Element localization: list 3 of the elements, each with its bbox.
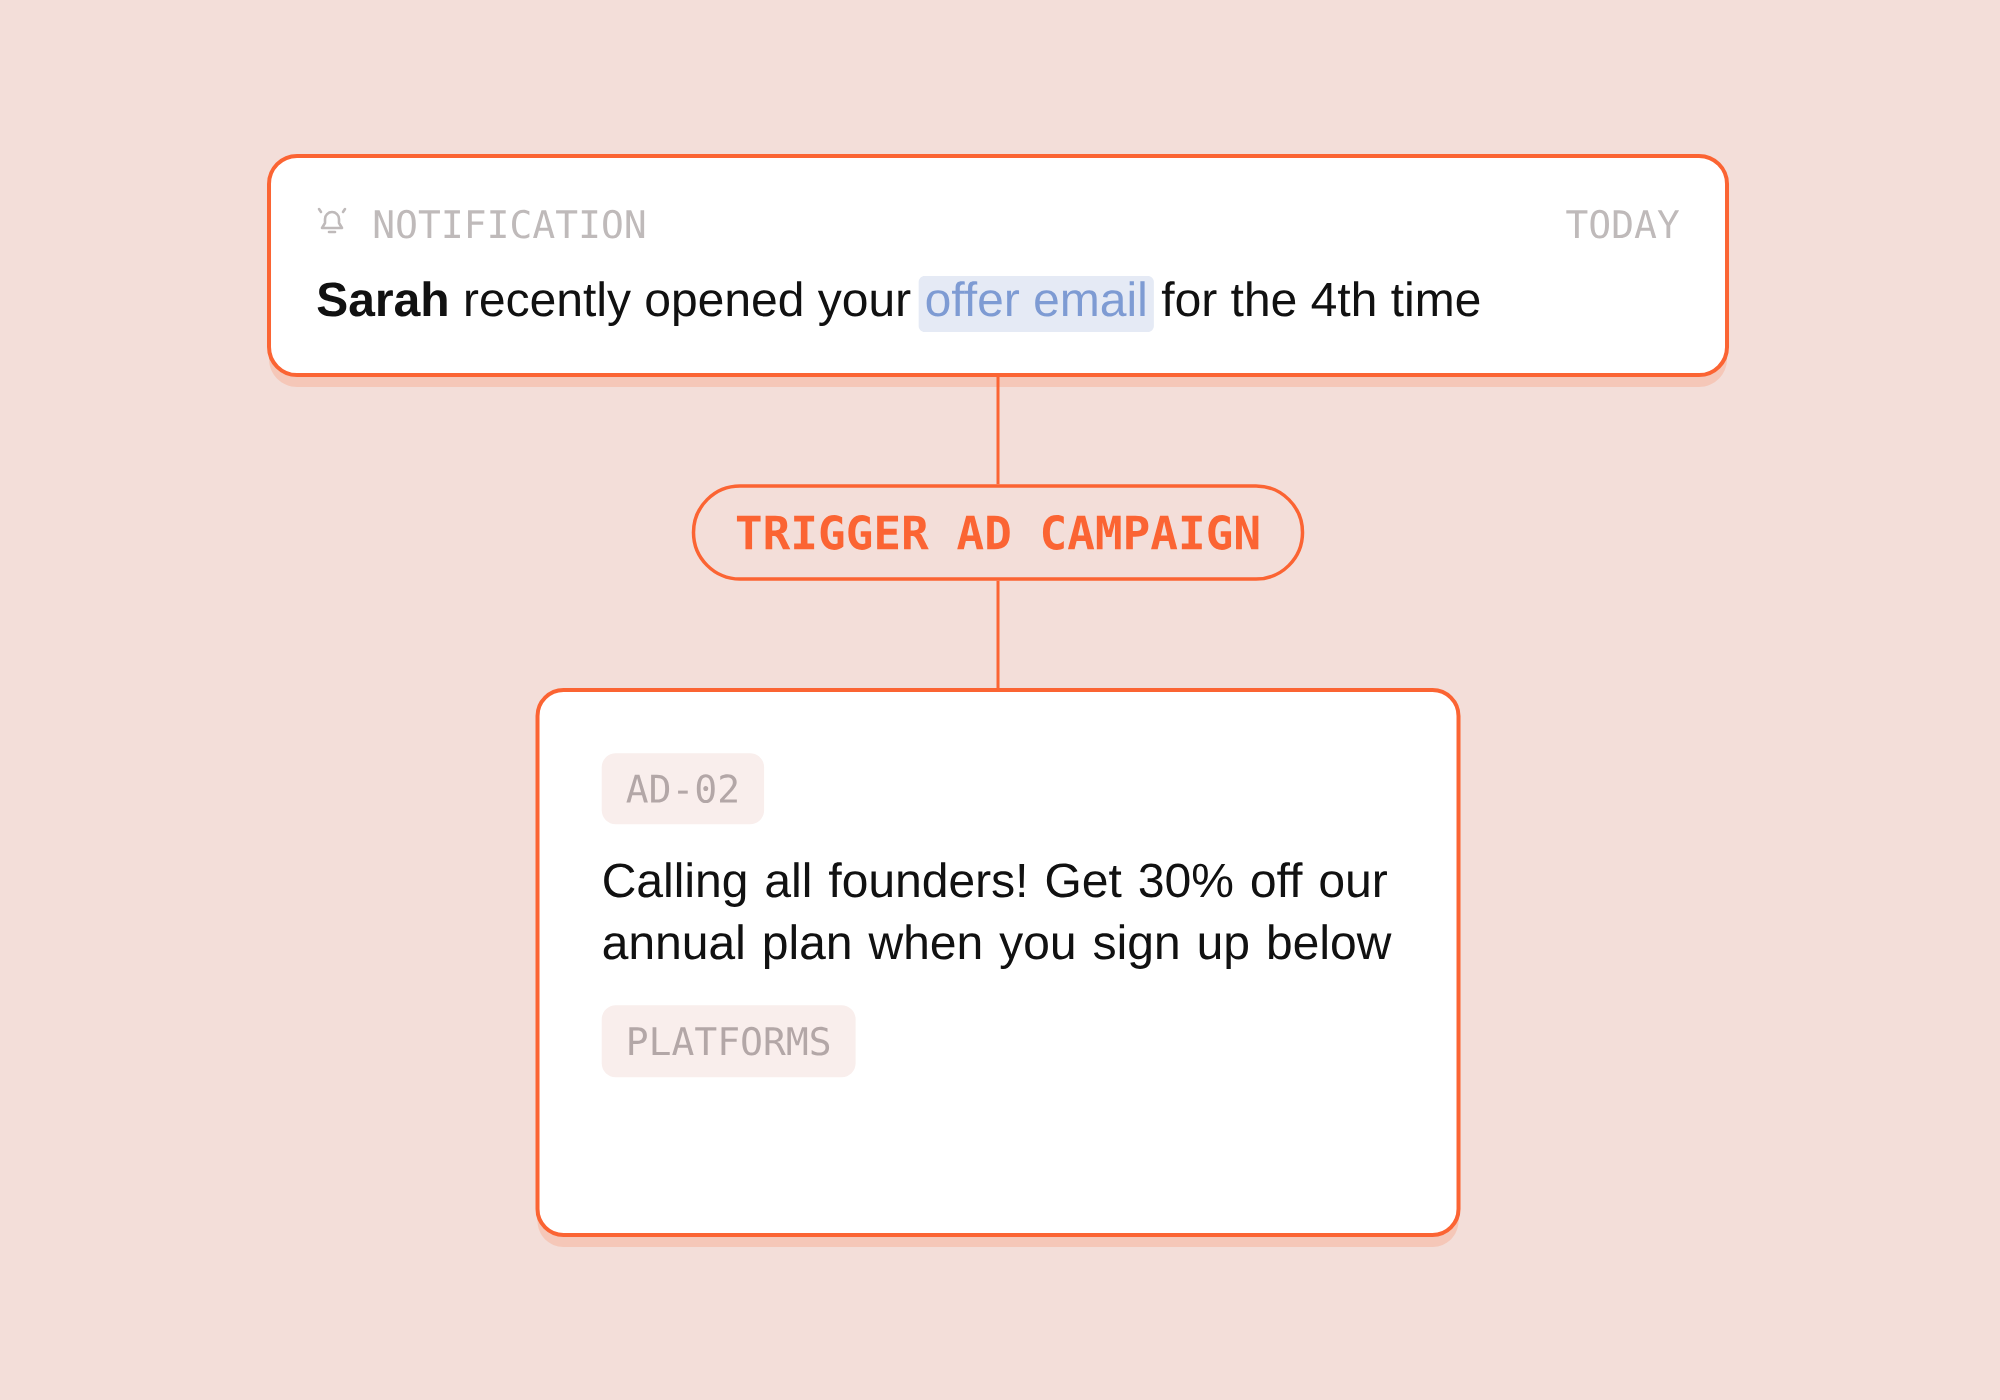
connector-line <box>996 580 1000 690</box>
connector-line <box>996 375 1000 485</box>
action-pill: TRIGGER AD CAMPAIGN <box>691 484 1305 581</box>
